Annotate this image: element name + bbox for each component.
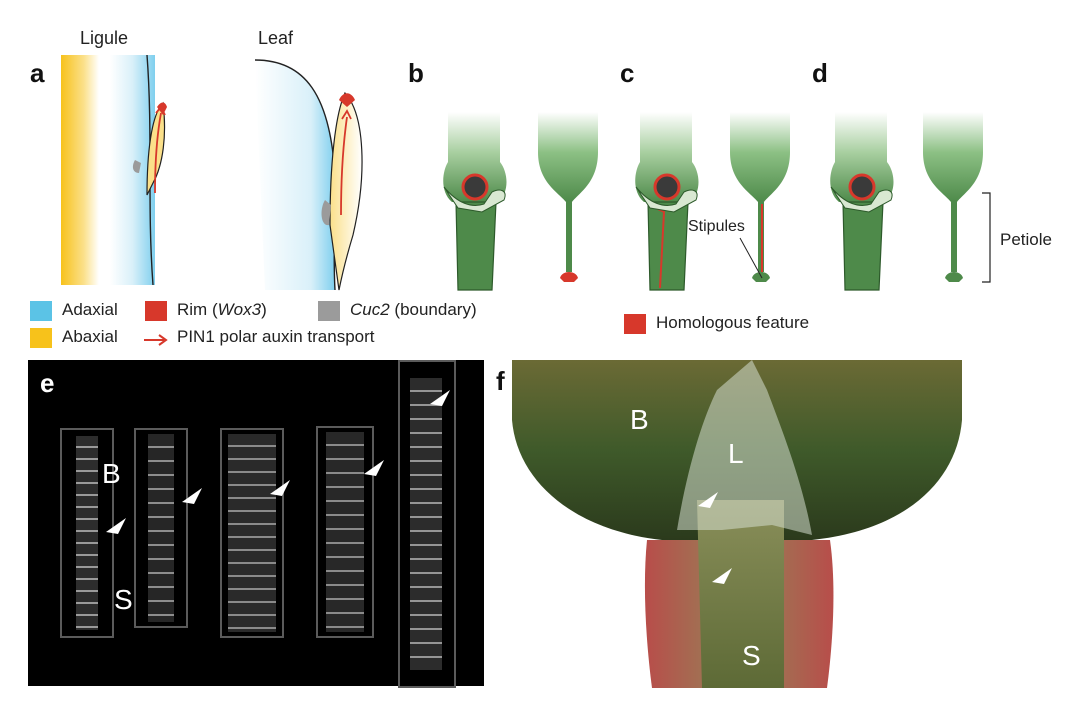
panel-label-f: f xyxy=(496,366,505,396)
label-sheath-e: S xyxy=(114,584,133,615)
stipules-label: Stipules xyxy=(688,218,745,235)
abaxial-swatch xyxy=(30,328,52,348)
leaf-primordium xyxy=(329,91,363,291)
cuc2-swatch xyxy=(318,301,340,321)
dicot-leaf-b xyxy=(538,112,598,282)
rim-prefix: Rim ( xyxy=(177,300,218,319)
arrowhead-icon xyxy=(364,460,384,476)
cuc2-gene: Cuc2 xyxy=(350,300,390,319)
panel-label-d: d xyxy=(812,58,828,88)
leaf-diagram xyxy=(254,59,363,291)
dicot-leaf-d xyxy=(923,112,983,282)
leaf-pin1-arrow xyxy=(340,116,348,216)
label-sheath-f: S xyxy=(742,640,761,671)
arrowhead-icon xyxy=(106,518,126,534)
panel-label-e: e xyxy=(40,368,55,398)
adaxial-swatch xyxy=(30,301,52,321)
petiole-label: Petiole xyxy=(1000,230,1052,249)
rim-gene: Wox3 xyxy=(217,300,262,319)
dicot-leaf-c xyxy=(730,112,790,282)
grass-stem-d xyxy=(830,112,894,291)
label-ligule-f: L xyxy=(728,438,744,469)
arrowhead-icon xyxy=(182,488,202,504)
homologous-label: Homologous feature xyxy=(656,313,810,332)
label-blade-f: B xyxy=(630,404,649,435)
cell-strip-5 xyxy=(398,360,456,688)
panel-label-c: c xyxy=(620,58,635,88)
rim-suffix: ) xyxy=(261,300,267,319)
grass-stem-b xyxy=(443,112,507,291)
cuc2-suffix: (boundary) xyxy=(389,300,477,319)
petiole-bracket xyxy=(982,192,991,283)
rim-label: Rim (Wox3) xyxy=(177,300,267,320)
panel-label-a: a xyxy=(30,58,45,88)
leaf-rim xyxy=(339,93,355,107)
cell-strip-3 xyxy=(220,428,284,638)
cell-strip-4 xyxy=(316,426,374,638)
ligule-title: Ligule xyxy=(80,28,129,48)
ligule-cuc2 xyxy=(132,160,141,173)
cuc2-label: Cuc2 (boundary) xyxy=(350,300,477,320)
stipules-leader xyxy=(739,237,763,279)
leaf-cuc2 xyxy=(321,200,331,226)
pin1-arrow-icon xyxy=(144,334,168,346)
arrowhead-icon xyxy=(270,480,290,496)
ligule-pin1-arrow xyxy=(154,112,162,194)
rim-swatch xyxy=(145,301,167,321)
adaxial-label: Adaxial xyxy=(62,300,118,319)
arrowhead-icon xyxy=(698,492,718,508)
ligule-diagram xyxy=(61,54,167,286)
pin1-label: PIN1 polar auxin transport xyxy=(177,327,375,346)
cell-strip-2 xyxy=(134,428,188,628)
arrowhead-icon xyxy=(430,390,450,406)
abaxial-label: Abaxial xyxy=(62,327,118,346)
homologous-swatch xyxy=(624,314,646,334)
grass-stem-c xyxy=(635,112,699,291)
leaf-body xyxy=(255,60,335,290)
panel-f-photo xyxy=(512,360,962,688)
abaxial-band xyxy=(61,55,99,285)
arrowhead-icon xyxy=(712,568,732,584)
label-blade-e: B xyxy=(102,458,121,489)
panel-label-b: b xyxy=(408,58,424,88)
leaf-title: Leaf xyxy=(258,28,294,48)
